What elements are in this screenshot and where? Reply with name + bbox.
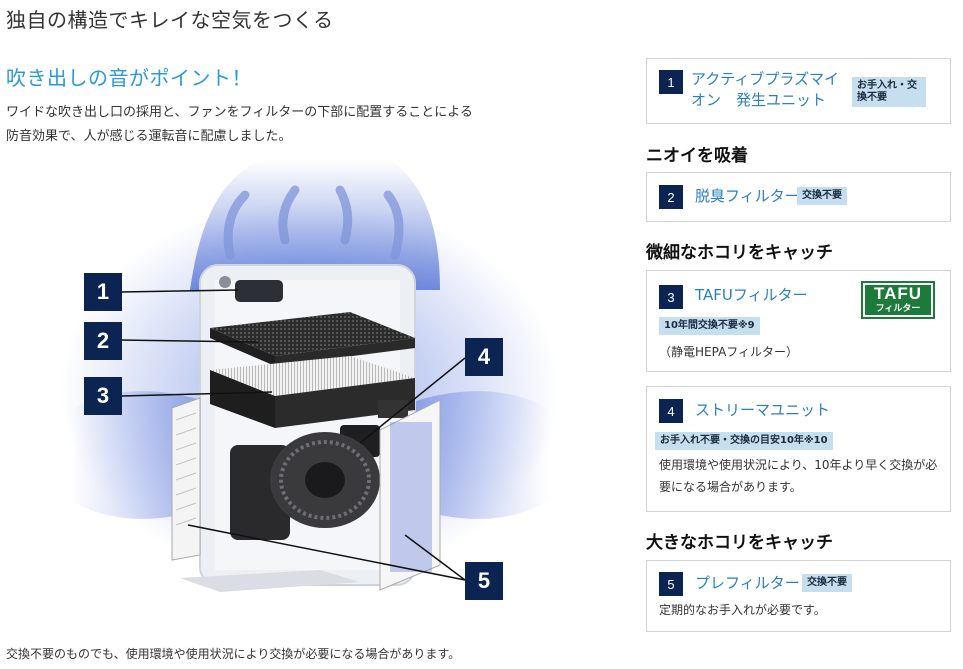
part-number-badge: 2 [659, 185, 683, 209]
part-card-1: 1 アクティブプラズマイオン 発生ユニット お手入れ・交換不要 [646, 58, 951, 124]
section-title-odor: ニオイを吸着 [646, 146, 748, 166]
part-card-5: 5 プレフィルター 交換不要 定期的なお手入れが必要です。 [646, 560, 951, 632]
part-number-badge: 5 [659, 572, 683, 596]
maintenance-badge: 10年間交換不要※9 [659, 317, 760, 335]
maintenance-badge: お手入れ不要・交換の目安10年※10 [655, 432, 833, 450]
page-title: 独自の構造でキレイな空気をつくる [6, 8, 334, 32]
callout-1: 1 [84, 273, 122, 311]
tafu-filter-logo: TAFU フィルター [861, 281, 935, 319]
part-note: 使用環境や使用状況により、10年より早く交換が必要になる場合があります。 [659, 458, 938, 494]
part-name: プレフィルター [695, 574, 800, 592]
part-name: 脱臭フィルター [695, 187, 800, 205]
part-note: 定期的なお手入れが必要です。 [659, 603, 826, 617]
part-name: ストリーマユニット [695, 401, 831, 419]
pre-filter-left [171, 397, 201, 561]
pre-filter-right [379, 399, 441, 591]
callout-4: 4 [465, 338, 503, 376]
part-number-badge: 4 [659, 399, 683, 423]
airflow-arrows [223, 185, 404, 260]
fan-motor [230, 432, 380, 540]
section-title-large-dust: 大きなホコリをキャッチ [646, 533, 833, 553]
deodorizing-filter [210, 312, 415, 356]
tafu-logo-text: TAFU [865, 285, 931, 303]
part-card-3: 3 TAFUフィルター 10年間交換不要※9 （静電HEPAフィルター） TAF… [646, 270, 951, 372]
air-purifier-illustration: 1 2 3 4 5 [60, 160, 560, 615]
part-number-badge: 1 [659, 70, 683, 94]
tafu-filter [210, 356, 415, 396]
callout-leader-lines [121, 289, 466, 581]
unit-base [180, 570, 360, 592]
callout-5: 5 [465, 562, 503, 600]
part-name: TAFUフィルター [695, 286, 808, 304]
part-number-badge: 3 [659, 285, 683, 309]
maintenance-badge: 交換不要 [802, 574, 852, 592]
feature-description: ワイドな吹き出し口の採用と、ファンをフィルターの下部に配置することによる防音効果… [6, 105, 473, 144]
callout-2: 2 [84, 322, 122, 360]
maintenance-badge: お手入れ・交換不要 [852, 77, 926, 107]
part-note: （静電HEPAフィルター） [659, 345, 799, 359]
section-title-fine-dust: 微細なホコリをキャッチ [646, 243, 833, 263]
callout-3: 3 [84, 377, 122, 415]
part-card-2: 2 脱臭フィルター 交換不要 [646, 172, 951, 222]
maintenance-badge: 交換不要 [797, 187, 847, 205]
feature-heading: 吹き出しの音がポイント！ [6, 66, 252, 90]
footnote: 交換不要のものでも、使用環境や使用状況により交換が必要になる場合があります。 [6, 647, 461, 661]
ion-unit [219, 276, 283, 302]
part-name: アクティブプラズマイオン 発生ユニット [691, 70, 840, 109]
tafu-logo-subtext: フィルター [865, 303, 931, 315]
air-flow-up [190, 160, 440, 290]
air-purifier-diagram [60, 160, 560, 592]
part-card-4: 4 ストリーマユニット お手入れ不要・交換の目安10年※10 使用環境や使用状況… [646, 386, 951, 512]
